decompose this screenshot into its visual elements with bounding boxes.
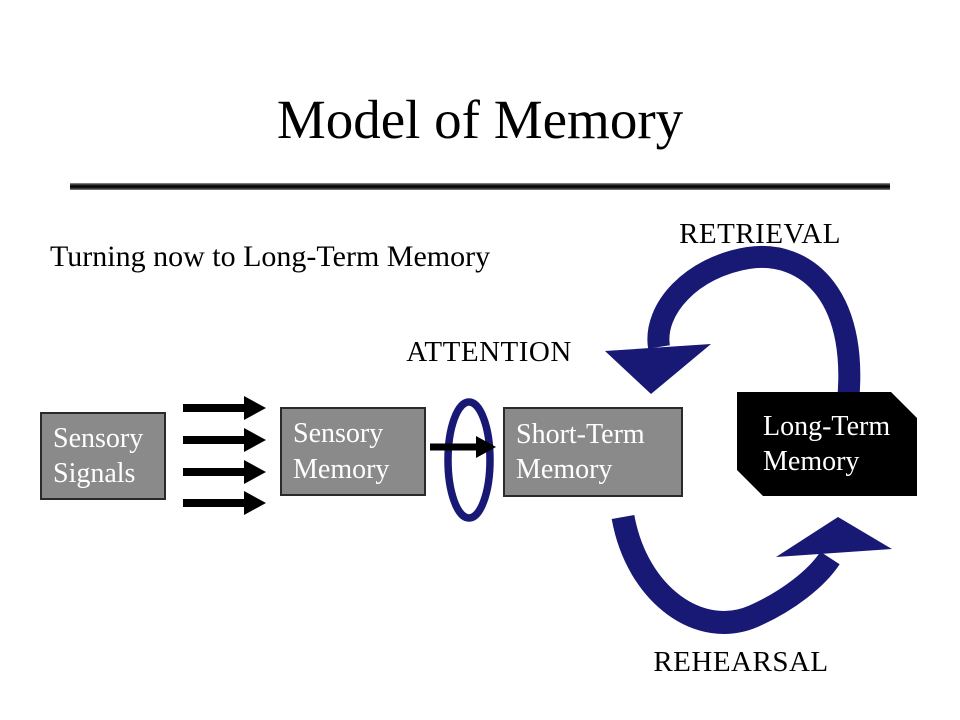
sensory-input-arrows <box>183 396 266 515</box>
subtitle-text: Turning now to Long-Term Memory <box>50 240 491 273</box>
short-term-memory-box: Short-Term Memory <box>503 407 683 497</box>
box-label-line: Memory <box>763 446 860 477</box>
attention-ellipse-icon <box>444 398 494 522</box>
rehearsal-curved-arrow-icon <box>611 514 892 634</box>
attention-arrow-icon <box>430 436 496 458</box>
box-label-line: Memory <box>516 454 613 485</box>
sensory-memory-box: Sensory Memory <box>280 407 426 496</box>
title-divider <box>70 183 890 190</box>
box-label-line: Long-Term <box>763 410 891 442</box>
box-label-line: Signals <box>53 458 136 489</box>
input-arrow-icon <box>183 491 266 515</box>
input-arrow-icon <box>183 428 266 452</box>
input-arrow-icon <box>183 396 266 420</box>
box-label-line: Sensory <box>53 422 144 454</box>
long-term-memory-box: Long-Term Memory <box>737 392 917 496</box>
sensory-signals-box: Sensory Signals <box>40 412 166 500</box>
box-label-line: Sensory <box>293 418 384 450</box>
box-label-line: Short-Term <box>516 418 645 450</box>
box-label-line: Memory <box>293 453 390 485</box>
retrieval-label: RETRIEVAL <box>679 218 841 250</box>
rehearsal-label: REHEARSAL <box>653 646 829 678</box>
slide-title: Model of Memory <box>276 89 684 150</box>
input-arrow-icon <box>183 460 266 484</box>
retrieval-curved-arrow-icon <box>605 245 861 420</box>
attention-label: ATTENTION <box>406 336 572 368</box>
